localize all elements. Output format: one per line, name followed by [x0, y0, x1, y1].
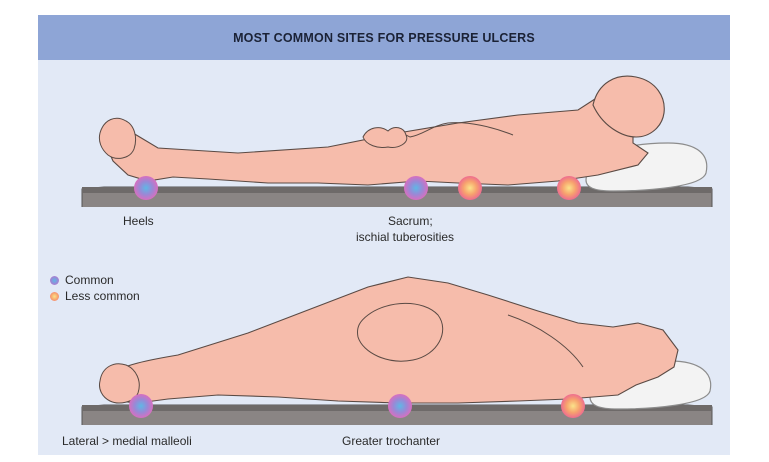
label-heels: Heels [123, 214, 154, 228]
site-ischial [458, 176, 482, 200]
less-common-dot-icon [50, 292, 59, 301]
label-malleoli: Lateral > medial malleoli [62, 434, 192, 448]
lateral-scene [82, 277, 712, 425]
legend-item-less-common: Less common [50, 288, 140, 304]
site-scapula [557, 176, 581, 200]
label-trochanter: Greater trochanter [342, 434, 440, 448]
label-ischial: ischial tuberosities [356, 230, 454, 244]
supine-scene [82, 76, 712, 207]
site-shoulder [561, 394, 585, 418]
legend-item-common: Common [50, 272, 140, 288]
legend: Common Less common [50, 272, 140, 304]
legend-label: Less common [65, 289, 140, 303]
site-trochanter [388, 394, 412, 418]
label-sacrum: Sacrum; [388, 214, 433, 228]
figure-panel: MOST COMMON SITES FOR PRESSURE ULCERS [38, 15, 730, 455]
site-heels [134, 176, 158, 200]
common-dot-icon [50, 276, 59, 285]
supine-feet [99, 118, 135, 158]
site-malleoli [129, 394, 153, 418]
site-sacrum [404, 176, 428, 200]
legend-label: Common [65, 273, 114, 287]
supine-hands [363, 128, 407, 148]
